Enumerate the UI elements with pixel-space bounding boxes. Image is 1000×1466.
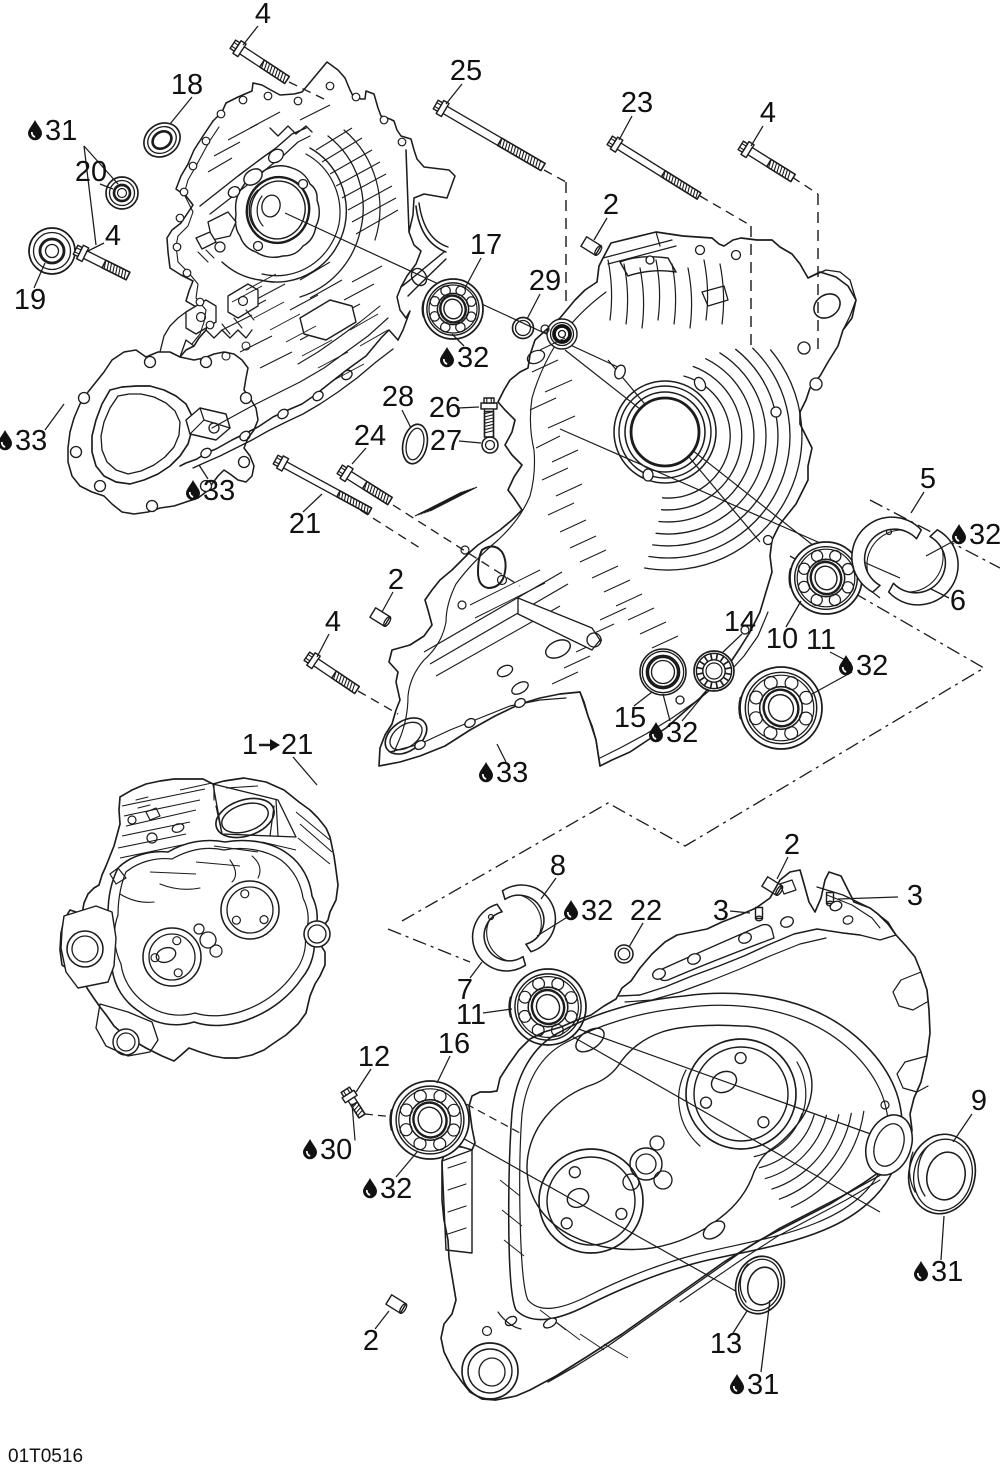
svg-text:1: 1 xyxy=(242,729,258,761)
svg-text:24: 24 xyxy=(354,420,386,452)
svg-text:33: 33 xyxy=(203,475,235,507)
svg-text:26: 26 xyxy=(429,392,461,424)
svg-text:31: 31 xyxy=(45,115,77,147)
svg-text:13: 13 xyxy=(710,1328,742,1360)
svg-text:32: 32 xyxy=(581,895,613,927)
svg-text:11: 11 xyxy=(456,999,486,1031)
svg-text:31: 31 xyxy=(931,1256,963,1288)
svg-text:27: 27 xyxy=(430,425,462,457)
svg-text:33: 33 xyxy=(496,757,528,789)
svg-text:2: 2 xyxy=(363,1325,379,1357)
svg-text:4: 4 xyxy=(325,606,341,638)
svg-text:4: 4 xyxy=(255,0,271,30)
svg-text:32: 32 xyxy=(666,717,698,749)
svg-text:11: 11 xyxy=(806,624,836,656)
svg-text:01T0516: 01T0516 xyxy=(8,1446,83,1466)
svg-text:5: 5 xyxy=(920,463,936,495)
svg-text:4: 4 xyxy=(105,220,121,252)
svg-text:2: 2 xyxy=(784,829,800,861)
svg-text:17: 17 xyxy=(470,229,502,261)
svg-text:28: 28 xyxy=(382,381,414,413)
svg-text:33: 33 xyxy=(15,425,47,457)
svg-text:8: 8 xyxy=(550,850,566,882)
svg-text:21: 21 xyxy=(281,729,313,761)
svg-text:29: 29 xyxy=(529,265,561,297)
svg-text:23: 23 xyxy=(621,87,653,119)
svg-text:20: 20 xyxy=(75,156,107,188)
svg-text:3: 3 xyxy=(907,880,923,912)
svg-text:32: 32 xyxy=(380,1173,412,1205)
svg-text:12: 12 xyxy=(358,1041,390,1073)
svg-text:2: 2 xyxy=(603,189,619,221)
svg-text:2: 2 xyxy=(388,564,404,596)
svg-text:4: 4 xyxy=(760,97,776,129)
svg-text:14: 14 xyxy=(724,606,756,638)
svg-text:6: 6 xyxy=(950,585,966,617)
svg-text:7: 7 xyxy=(457,974,473,1006)
svg-text:25: 25 xyxy=(450,55,482,87)
svg-text:15: 15 xyxy=(614,702,646,734)
svg-text:32: 32 xyxy=(856,650,888,682)
svg-text:9: 9 xyxy=(971,1085,987,1117)
svg-text:32: 32 xyxy=(969,519,1000,551)
svg-text:18: 18 xyxy=(171,69,203,101)
svg-text:22: 22 xyxy=(630,895,662,927)
svg-text:30: 30 xyxy=(320,1134,352,1166)
svg-text:19: 19 xyxy=(14,284,46,316)
svg-text:10: 10 xyxy=(766,623,798,655)
svg-text:16: 16 xyxy=(438,1028,470,1060)
svg-text:32: 32 xyxy=(457,342,489,374)
svg-text:3: 3 xyxy=(713,895,729,927)
svg-text:31: 31 xyxy=(747,1369,779,1401)
svg-text:21: 21 xyxy=(289,508,321,540)
